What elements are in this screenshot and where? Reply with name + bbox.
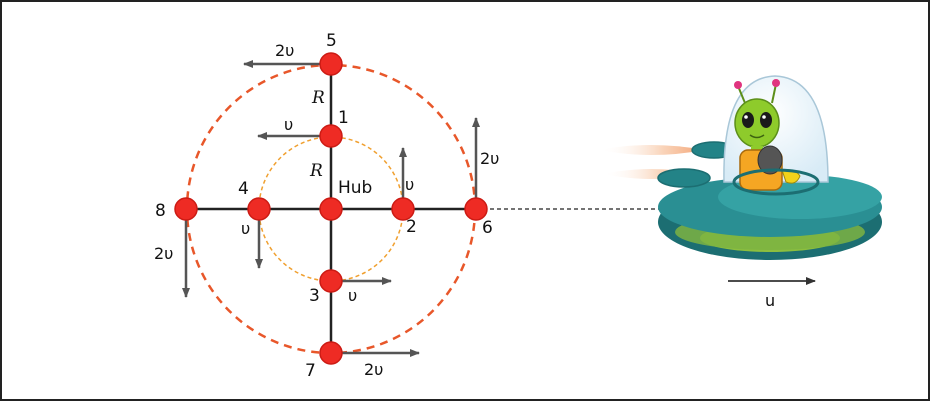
alien-eye-right	[760, 112, 772, 128]
label-6: 6	[482, 218, 493, 238]
point-2	[391, 197, 415, 221]
points	[174, 52, 488, 365]
label-3: 3	[309, 286, 320, 306]
point-5	[319, 52, 343, 76]
point-3	[319, 269, 343, 293]
alien-eye-shine-right	[762, 115, 766, 119]
alien-eye-left	[742, 112, 754, 128]
velocity-label-p5: 2υ	[275, 41, 294, 60]
label-2: 2	[406, 217, 417, 237]
flying-saucer-illustration	[600, 75, 882, 260]
alien-body	[757, 145, 783, 175]
velocity-label-p6: 2υ	[480, 149, 499, 168]
label-4: 4	[238, 179, 249, 199]
label-7: 7	[305, 361, 316, 381]
radius-label-outer: R	[311, 88, 325, 108]
label-5: 5	[326, 31, 337, 51]
engine-lower	[657, 168, 711, 188]
velocity-label-p8: 2υ	[154, 244, 173, 263]
point-1	[319, 124, 343, 148]
label-1: 1	[338, 108, 349, 128]
point-8	[174, 197, 198, 221]
antenna-left	[737, 85, 746, 104]
antenna-tip-left	[734, 81, 742, 89]
exhaust-flame-upper	[600, 145, 705, 155]
velocity-label-p4: υ	[241, 219, 250, 238]
antenna-right	[771, 83, 777, 104]
velocity-label-p2: υ	[405, 175, 414, 194]
point-hub	[319, 197, 343, 221]
velocity-label-p3: υ	[348, 286, 357, 305]
point-7	[319, 341, 343, 365]
ship-velocity-label: u	[765, 291, 775, 310]
antenna-tip-right	[772, 79, 780, 87]
cockpit-rim	[732, 168, 820, 196]
radius-label-inner: R	[309, 161, 323, 181]
alien-eye-shine-left	[744, 115, 748, 119]
velocity-label-p7: 2υ	[364, 360, 383, 379]
point-4	[247, 197, 271, 221]
alien-head	[734, 98, 780, 148]
label-8: 8	[155, 201, 166, 221]
hub-label: Hub	[338, 178, 372, 198]
point-6	[464, 197, 488, 221]
alien-mouth	[749, 134, 765, 139]
velocity-label-p1: υ	[284, 115, 293, 134]
